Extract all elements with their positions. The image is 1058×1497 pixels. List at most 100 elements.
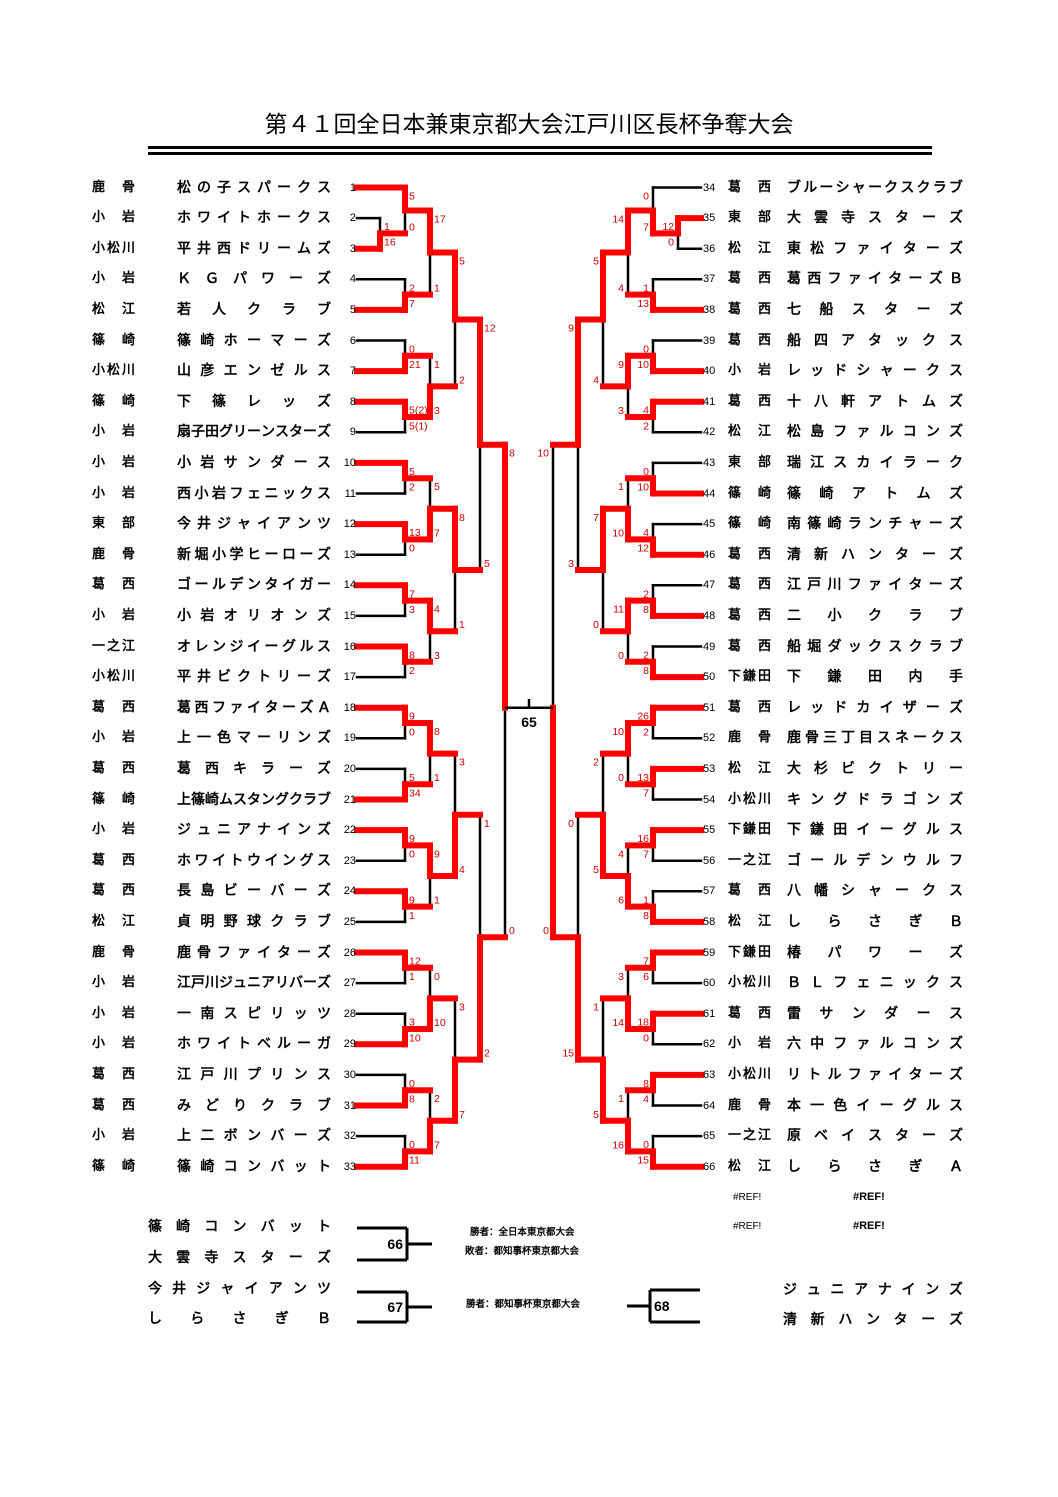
score-label: 6: [643, 971, 649, 983]
score-label: 7: [643, 849, 649, 861]
text-char: 江: [757, 913, 771, 929]
score-label: 5: [593, 1109, 599, 1121]
team-name: ブルーシャークスクラブ: [787, 179, 963, 197]
text-char: カ: [856, 699, 871, 716]
text-char: 六: [787, 1036, 801, 1053]
team-number: 3: [349, 242, 356, 255]
text-char: ア: [854, 1282, 869, 1298]
team-district: 鹿骨: [728, 1097, 771, 1115]
text-char: ジ: [219, 975, 233, 992]
text-char: 平: [177, 240, 191, 257]
text-char: ス: [888, 638, 903, 655]
team-district: 松江: [92, 913, 135, 931]
text-char: グ: [275, 791, 289, 808]
text-char: ス: [237, 179, 251, 196]
text-char: 小: [92, 1005, 106, 1021]
team-district: 葛西: [92, 699, 135, 717]
text-char: 長: [177, 883, 191, 900]
team-name: 下鎌田イーグルス: [787, 821, 963, 839]
text-char: 江: [757, 1158, 771, 1174]
team-name: 平井ビクトリーズ: [177, 668, 331, 686]
text-char: バ: [289, 975, 303, 992]
score-label: 9: [618, 359, 624, 371]
text-char: 井: [197, 669, 211, 686]
text-char: ラ: [928, 638, 943, 655]
team-number: 64: [703, 1099, 716, 1112]
score-label: 2: [643, 420, 649, 432]
score-label: 9: [568, 322, 574, 334]
text-char: 球: [246, 913, 261, 930]
team-district: 一之江: [728, 852, 771, 870]
team-name: 清新ハンターズ: [787, 546, 963, 564]
text-char: ン: [925, 791, 940, 808]
text-char: ー: [303, 424, 317, 441]
text-char: 崎: [176, 1219, 191, 1235]
text-char: ホ: [177, 210, 191, 227]
text-char: ー: [317, 577, 331, 594]
score-label: 5(2): [409, 405, 428, 417]
text-char: ェ: [856, 975, 871, 992]
text-char: 小: [728, 975, 742, 991]
team-name: 大杉ビクトリー: [787, 760, 963, 778]
text-char: ー: [925, 699, 940, 716]
team-name: 新堀小学ヒーローズ: [177, 546, 331, 564]
team-district: 篠崎: [92, 332, 135, 350]
text-char: 松: [742, 791, 756, 807]
score-label: 8: [434, 726, 440, 738]
text-char: ジ: [217, 516, 231, 533]
text-char: 田: [757, 822, 771, 838]
text-char: チ: [888, 516, 903, 533]
text-char: 岩: [121, 1036, 135, 1052]
text-char: 江: [757, 852, 771, 868]
team-district: 松江: [728, 913, 771, 931]
text-char: ニ: [264, 485, 279, 502]
text-char: フ: [833, 424, 848, 441]
text-char: 平: [177, 669, 191, 686]
team-number: 50: [703, 671, 716, 684]
text-char: オ: [223, 607, 238, 624]
match-67-team-top: 今井ジャイアンツ: [148, 1280, 331, 1298]
score-label: 1: [384, 221, 390, 233]
text-char: 西: [757, 883, 771, 899]
score-label: 4: [593, 374, 599, 386]
text-char: タ: [264, 577, 279, 594]
team-number: 51: [703, 701, 716, 714]
text-char: タ: [888, 271, 903, 288]
text-char: ズ: [948, 424, 963, 441]
score-label: 9: [434, 848, 440, 860]
text-char: ズ: [299, 699, 314, 716]
text-char: 小: [92, 607, 106, 623]
text-char: 小: [92, 822, 106, 838]
text-char: ト: [229, 852, 244, 869]
text-char: ネ: [895, 730, 909, 747]
team-district: 葛西: [728, 638, 771, 656]
text-char: イ: [277, 822, 291, 839]
text-char: ワ: [261, 271, 275, 288]
text-char: ァ: [847, 271, 862, 288]
team-number: 7: [349, 365, 356, 378]
text-char: 松: [728, 240, 742, 256]
text-char: ど: [205, 1097, 219, 1114]
text-char: 一: [728, 852, 742, 868]
text-char: 東: [92, 516, 106, 532]
text-char: ー: [922, 1128, 936, 1145]
text-char: 二: [200, 1128, 215, 1145]
text-char: 野: [223, 913, 238, 930]
team-number: 61: [703, 1007, 716, 1020]
text-char: 篠: [191, 791, 205, 808]
text-char: ブ: [949, 638, 963, 655]
text-char: ル: [293, 363, 308, 380]
team-name: キングドラゴンズ: [787, 791, 963, 809]
text-char: ル: [879, 1036, 894, 1053]
team-district: 葛西: [92, 852, 135, 870]
